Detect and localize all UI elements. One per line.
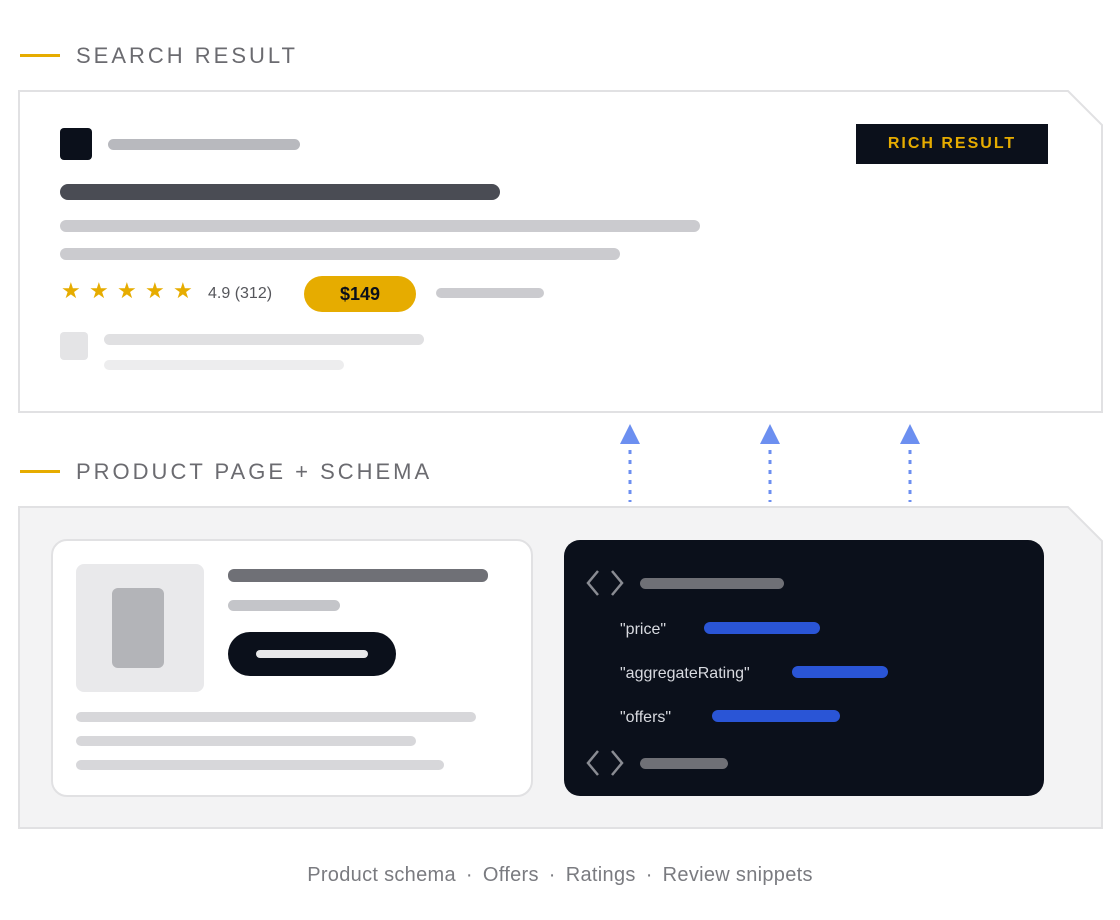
favicon <box>60 128 92 160</box>
footer-separator: · <box>465 864 473 886</box>
section-rule <box>20 470 60 473</box>
schema-value-rating <box>792 666 888 678</box>
schema-key-price: "price" <box>620 621 667 638</box>
schema-key-aggregate-rating: "aggregateRating" <box>620 665 750 682</box>
star-icon: ★ <box>117 279 137 304</box>
schema-open-placeholder <box>640 578 784 589</box>
arrow-price <box>620 424 640 502</box>
site-name-placeholder <box>108 139 300 150</box>
star-icon: ★ <box>173 279 193 304</box>
button-label-placeholder <box>256 650 368 658</box>
footer-separator: · <box>548 864 556 886</box>
star-icon: ★ <box>61 279 81 304</box>
product-subtitle-placeholder <box>228 600 340 611</box>
schema-arrows <box>620 424 920 502</box>
footer-item: Offers <box>482 864 539 886</box>
price-pill: $149 <box>304 276 416 312</box>
sublink-line-1 <box>104 334 424 345</box>
schema-value-offers <box>712 710 840 722</box>
arrow-rating <box>760 424 780 502</box>
rich-result-badge: RICH RESULT <box>856 124 1048 164</box>
schema-close-placeholder <box>640 758 728 769</box>
code-brackets-icon <box>586 750 624 776</box>
footer-item: Ratings <box>565 864 636 886</box>
star-icon: ★ <box>89 279 109 304</box>
star-icon: ★ <box>145 279 165 304</box>
schema-key-offers: "offers" <box>620 709 672 726</box>
description-line-1 <box>60 220 700 232</box>
section-rule <box>20 54 60 57</box>
product-page-heading: PRODUCT PAGE + SCHEMA <box>76 459 433 484</box>
sublink-thumbnail <box>60 332 88 360</box>
product-desc-line-3 <box>76 760 444 770</box>
footer-separator: · <box>645 864 653 886</box>
footer-item: Review snippets <box>662 864 813 886</box>
code-brackets-icon <box>586 570 624 596</box>
meta-placeholder <box>436 288 544 298</box>
product-desc-line-2 <box>76 736 416 746</box>
product-desc-line-1 <box>76 712 476 722</box>
product-title-placeholder <box>228 569 488 582</box>
schema-value-price <box>704 622 820 634</box>
description-line-2 <box>60 248 620 260</box>
rating-text: 4.9 (312) <box>208 285 273 302</box>
sublink-line-2 <box>104 360 344 370</box>
search-result-heading: SEARCH RESULT <box>76 43 298 68</box>
product-image-shape <box>112 588 164 668</box>
footer-caption: Product schema · Offers · Ratings · Review sni… <box>0 864 1120 887</box>
footer-item: Product schema <box>307 864 456 886</box>
result-title-placeholder <box>60 184 500 200</box>
arrow-offers <box>900 424 920 502</box>
